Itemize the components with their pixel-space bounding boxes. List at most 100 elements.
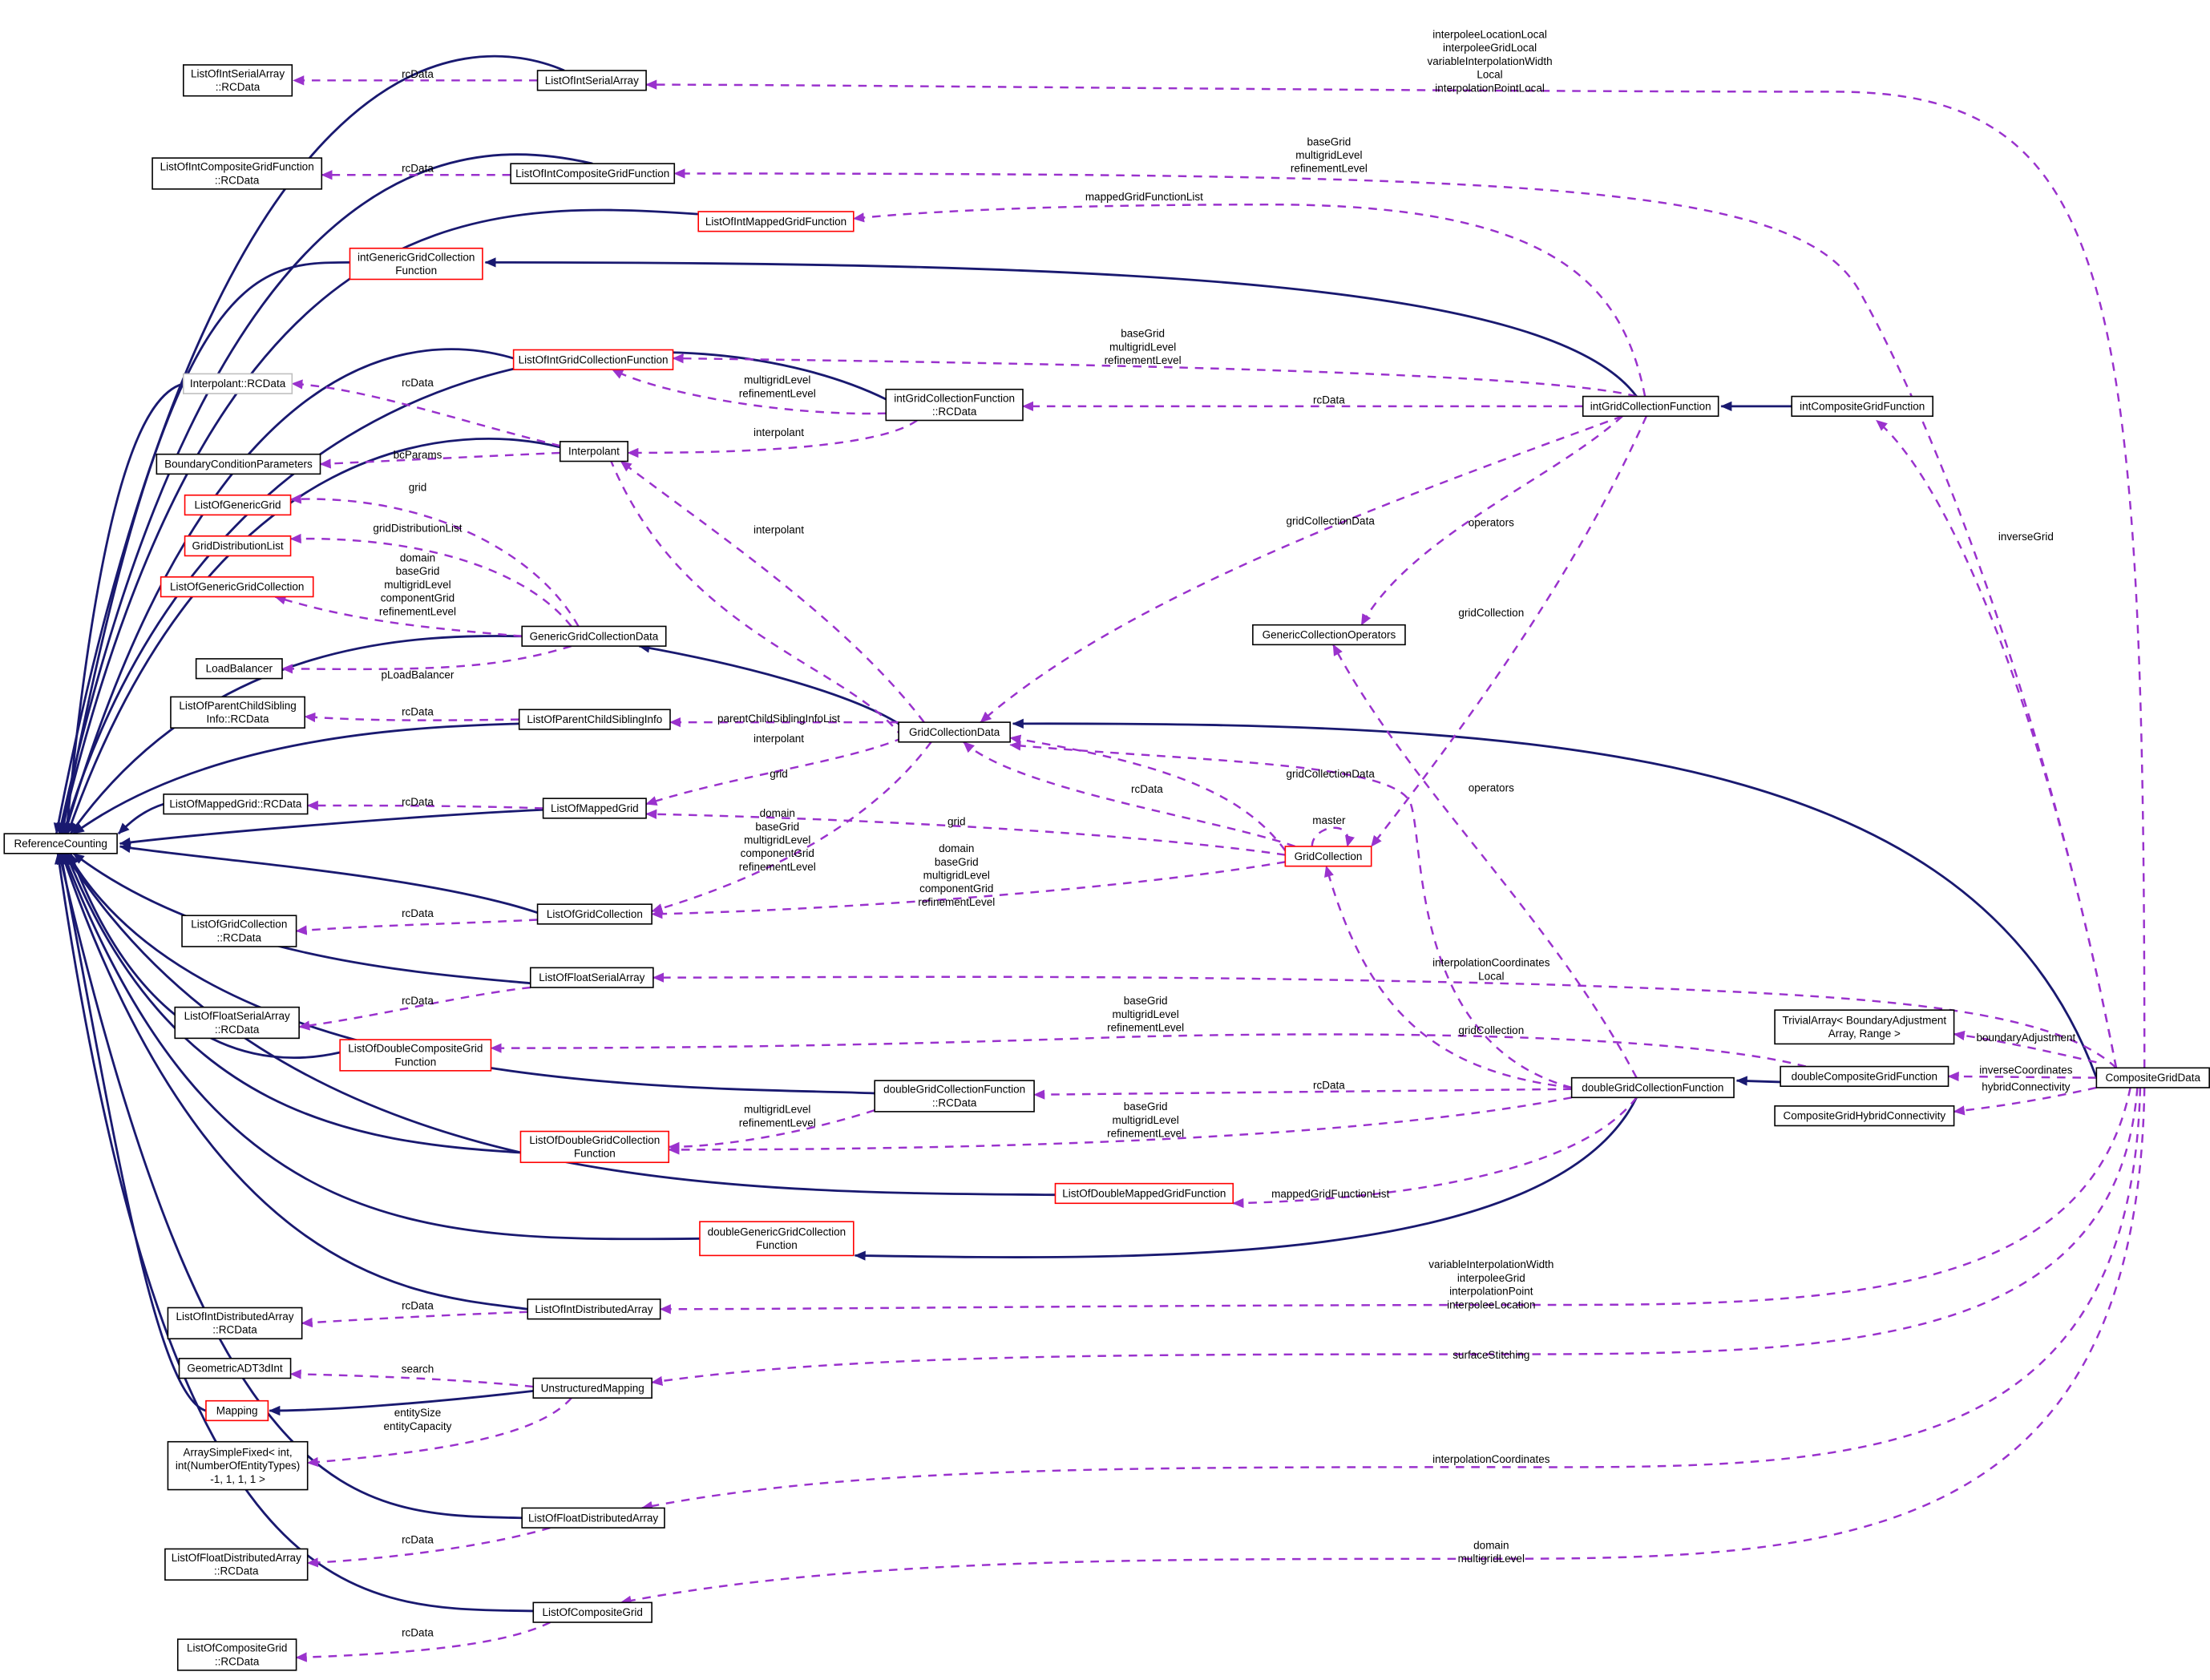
class-node-list-of-generic-grid-collection[interactable]: ListOfGenericGridCollection [160, 576, 314, 598]
class-node-list-of-int-grid-collection-function[interactable]: ListOfIntGridCollectionFunction [512, 349, 674, 370]
usage-edge-77 [289, 1369, 534, 1388]
class-node-list-of-grid-collection[interactable]: ListOfGridCollection [536, 903, 652, 925]
node-label: int(NumberOfEntityTypes) [176, 1460, 300, 1472]
class-node-interpolant[interactable]: Interpolant [559, 441, 628, 462]
node-label: Function [756, 1239, 798, 1251]
edge-label-line: entityCapacity [384, 1420, 452, 1432]
class-node-double-grid-collection-function-rc[interactable]: doubleGridCollectionFunction::RCData [874, 1080, 1035, 1113]
node-label: ListOfDoubleGridCollection [529, 1134, 660, 1146]
usage-edge-57 [651, 741, 932, 914]
class-node-list-of-generic-grid[interactable]: ListOfGenericGrid [184, 494, 292, 516]
edge-label-line: parentChildSiblingInfoList [717, 713, 840, 725]
class-node-load-balancer[interactable]: LoadBalancer [195, 658, 283, 680]
class-node-list-of-grid-collection-rc[interactable]: ListOfGridCollection::RCData [181, 915, 297, 947]
class-node-unstructured-mapping[interactable]: UnstructuredMapping [532, 1377, 652, 1399]
edge-label-rc11: rcData [402, 1299, 434, 1311]
node-label: ListOfIntSerialArray [545, 75, 639, 87]
class-node-list-of-float-serial-array-rc[interactable]: ListOfFloatSerialArray::RCData [174, 1006, 300, 1040]
node-box [518, 709, 671, 730]
edge-label-line: mappedGridFunctionList [1271, 1188, 1389, 1200]
class-node-grid-collection-data[interactable]: GridCollectionData [898, 721, 1011, 743]
class-node-int-grid-collection-function-rc[interactable]: intGridCollectionFunction::RCData [885, 388, 1024, 422]
class-node-generic-grid-collection-data[interactable]: GenericGridCollectionData [521, 625, 667, 647]
class-node-list-of-float-serial-array[interactable]: ListOfFloatSerialArray [529, 967, 654, 988]
class-node-list-of-float-distributed-array-rc[interactable]: ListOfFloatDistributedArray::RCData [164, 1548, 309, 1581]
class-node-list-of-composite-grid[interactable]: ListOfCompositeGrid [532, 1601, 652, 1623]
class-node-reference-counting[interactable]: ReferenceCounting [3, 833, 118, 854]
class-node-composite-grid-hybrid-connectivity[interactable]: CompositeGridHybridConnectivity [1774, 1105, 1955, 1127]
node-box [3, 833, 118, 854]
inheritance-edge-29 [54, 852, 534, 1613]
class-node-int-composite-grid-function[interactable]: intCompositeGridFunction [1791, 395, 1933, 417]
usage-edge-70 [1947, 1071, 2097, 1082]
node-box [1582, 395, 1719, 417]
edge-label-hc: hybridConnectivity [1982, 1080, 2071, 1092]
class-node-list-of-mapped-grid-rc[interactable]: ListOfMappedGrid::RCData [163, 794, 309, 815]
edge-label-rc4: rcData [1313, 394, 1345, 406]
edge-label-ss: surfaceStitching [1452, 1349, 1529, 1361]
class-node-double-composite-grid-function[interactable]: doubleCompositeGridFunction [1780, 1065, 1949, 1088]
node-label: ::RCData [212, 1324, 257, 1336]
class-node-list-of-int-composite-grid-function-rc[interactable]: ListOfIntCompositeGridFunction::RCData [152, 157, 323, 190]
class-node-grid-collection[interactable]: GridCollection [1284, 846, 1372, 867]
class-node-interpolant-rc[interactable]: Interpolant::RCData [183, 373, 293, 394]
node-box [164, 1548, 309, 1581]
class-node-double-grid-collection-function[interactable]: doubleGridCollectionFunction [1570, 1076, 1735, 1099]
edge-label-line: gridCollectionData [1287, 515, 1376, 527]
edge-label-line: multigridLevel [744, 1104, 810, 1116]
class-node-list-of-mapped-grid[interactable]: ListOfMappedGrid [542, 798, 647, 819]
inheritance-edge-1 [56, 153, 593, 835]
node-label: CompositeGridData [2105, 1072, 2200, 1084]
edge-label-gcd1: gridCollectionData [1287, 515, 1376, 527]
edge-label-interp3: interpolant [754, 733, 804, 745]
class-node-list-of-int-serial-array[interactable]: ListOfIntSerialArray [536, 70, 647, 91]
edge-label-line: refinementLevel [739, 861, 816, 873]
class-node-list-of-parent-child-sibling-info-rc[interactable]: ListOfParentChildSiblingInfo::RCData [170, 696, 305, 729]
edge-label-line: refinementLevel [1105, 354, 1182, 366]
edge-label-line: interpolationCoordinates [1432, 957, 1550, 969]
edge-label-line: domain [1473, 1539, 1509, 1551]
class-node-grid-distribution-list[interactable]: GridDistributionList [184, 535, 292, 557]
node-label: -1, 1, 1, 1 > [210, 1473, 265, 1485]
edge-label-line: baseGrid [1307, 135, 1351, 147]
class-node-list-of-int-mapped-grid-function[interactable]: ListOfIntMappedGridFunction [697, 211, 855, 232]
edge-label-rc3: rcData [402, 377, 434, 389]
class-node-list-of-int-distributed-array-rc[interactable]: ListOfIntDistributedArray::RCData [167, 1306, 303, 1340]
node-label: GridCollection [1295, 850, 1363, 862]
usage-edge-78 [651, 1087, 2139, 1387]
class-node-mapping[interactable]: Mapping [205, 1399, 269, 1422]
node-label: Mapping [216, 1405, 258, 1417]
class-node-list-of-composite-grid-rc[interactable]: ListOfCompositeGrid::RCData [176, 1638, 297, 1671]
class-node-geometric-adt3d-int[interactable]: GeometricADT3dInt [178, 1358, 292, 1379]
node-label: ListOfIntCompositeGridFunction [515, 168, 669, 180]
class-node-composite-grid-data[interactable]: CompositeGridData [2095, 1067, 2210, 1088]
class-node-boundary-condition-parameters[interactable]: BoundaryConditionParameters [156, 453, 321, 475]
class-node-array-simple-fixed[interactable]: ArraySimpleFixed< int,int(NumberOfEntity… [167, 1440, 309, 1491]
class-node-generic-collection-operators[interactable]: GenericCollectionOperators [1252, 624, 1406, 646]
node-label: intGridCollectionFunction [894, 392, 1015, 404]
inheritance-edge-20 [1735, 1076, 1781, 1086]
node-box [181, 915, 297, 947]
class-node-list-of-double-mapped-grid-function[interactable]: ListOfDoubleMappedGridFunction [1054, 1182, 1234, 1205]
node-box [542, 798, 647, 819]
class-node-list-of-int-distributed-array[interactable]: ListOfIntDistributedArray [527, 1298, 661, 1320]
node-box [527, 1298, 661, 1320]
class-node-int-grid-collection-function[interactable]: intGridCollectionFunction [1582, 395, 1719, 417]
class-node-list-of-parent-child-sibling-info[interactable]: ListOfParentChildSiblingInfo [518, 709, 671, 730]
usage-edge-52 [605, 449, 904, 739]
class-node-list-of-float-distributed-array[interactable]: ListOfFloatDistributedArray [521, 1507, 665, 1529]
class-node-list-of-int-serial-array-rc[interactable]: ListOfIntSerialArray::RCData [183, 64, 293, 97]
class-node-list-of-int-composite-grid-function[interactable]: ListOfIntCompositeGridFunction [510, 163, 676, 184]
